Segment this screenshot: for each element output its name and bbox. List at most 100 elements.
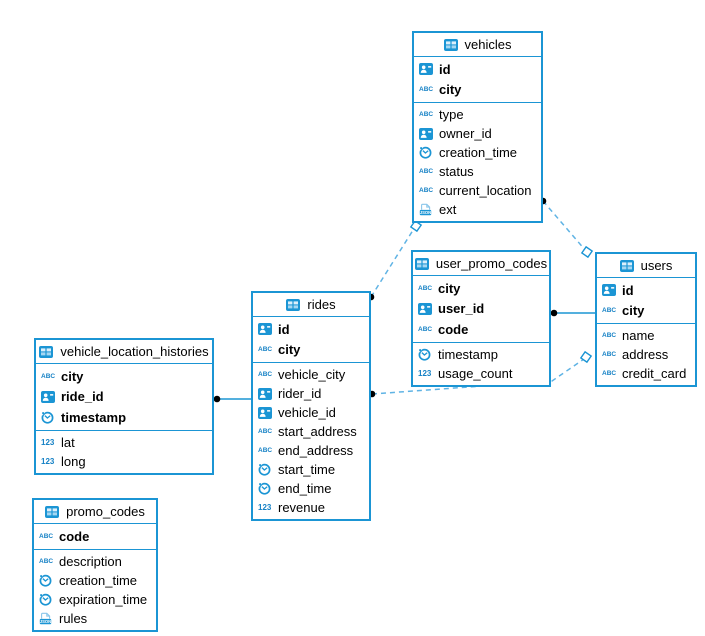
column-name: long	[61, 453, 86, 469]
column-name: current_location	[439, 183, 532, 198]
id-card-icon	[602, 284, 618, 297]
table-name: users	[640, 258, 673, 273]
column-row[interactable]: ride_id	[36, 387, 212, 408]
abc-text-icon: ABC	[419, 187, 434, 194]
column-row[interactable]: vehicle_id	[253, 403, 369, 422]
table-header[interactable]: vehicle_location_histories	[36, 340, 212, 364]
table-header[interactable]: user_promo_codes	[413, 252, 549, 276]
table-header[interactable]: promo_codes	[34, 500, 156, 524]
table-name: vehicles	[464, 37, 512, 52]
column-name: creation_time	[59, 572, 138, 588]
number-123-icon: 123	[41, 437, 55, 447]
table-name: vehicle_location_histories	[60, 344, 209, 359]
column-row[interactable]: creation_time	[34, 571, 156, 590]
table-grid-icon	[443, 38, 460, 51]
column-name: type	[439, 107, 464, 122]
table-grid-icon	[45, 505, 61, 518]
column-row[interactable]: start_time	[253, 460, 369, 479]
relationship-user_promo_codes-users	[550, 309, 595, 317]
column-name: revenue	[278, 500, 325, 515]
column-name: city	[278, 342, 301, 358]
abc-text-icon: ABC	[602, 351, 617, 358]
clock-icon	[41, 410, 57, 424]
relationship-vehicles-users	[539, 197, 594, 259]
column-name: description	[59, 553, 122, 569]
column-row[interactable]: 123 long	[36, 452, 212, 471]
column-name: owner_id	[439, 126, 492, 141]
column-name: city	[438, 280, 461, 296]
column-row[interactable]: id	[414, 59, 541, 80]
number-123-icon: 123	[418, 368, 432, 378]
table-header[interactable]: users	[597, 254, 695, 278]
clock-icon	[418, 347, 434, 361]
column-name: rider_id	[278, 386, 322, 401]
column-row[interactable]: expiration_time	[34, 590, 156, 609]
table-name: promo_codes	[66, 504, 145, 519]
column-row[interactable]: JSON rules	[34, 609, 156, 628]
column-name: user_id	[438, 301, 485, 317]
column-row[interactable]: timestamp	[413, 345, 549, 364]
column-row[interactable]: end_time	[253, 479, 369, 498]
column-name: code	[438, 321, 469, 337]
column-name: rules	[59, 610, 88, 626]
id-card-icon	[419, 63, 435, 76]
column-row[interactable]: user_id	[413, 299, 549, 320]
json-icon: JSON	[39, 612, 55, 625]
column-name: id	[439, 61, 451, 77]
column-row[interactable]: ABC city	[413, 278, 549, 299]
column-name: name	[622, 328, 655, 343]
column-name: vehicle_city	[278, 367, 346, 382]
table-header[interactable]: rides	[253, 293, 369, 317]
table-header[interactable]: vehicles	[414, 33, 541, 57]
column-row[interactable]: ABC current_location	[414, 181, 541, 200]
column-row[interactable]: id	[597, 280, 695, 301]
column-row[interactable]: owner_id	[414, 124, 541, 143]
table-grid-icon	[39, 345, 55, 358]
abc-text-icon: ABC	[418, 284, 433, 292]
column-name: start_time	[278, 462, 336, 477]
abc-text-icon: ABC	[602, 307, 617, 315]
column-row[interactable]: rider_id	[253, 384, 369, 403]
number-123-icon: 123	[41, 456, 55, 466]
column-name: timestamp	[438, 346, 498, 362]
column-name: vehicle_id	[278, 405, 336, 420]
column-row[interactable]: id	[253, 319, 369, 340]
abc-text-icon: ABC	[419, 86, 434, 94]
column-row[interactable]: creation_time	[414, 143, 541, 162]
column-name: expiration_time	[59, 591, 148, 607]
column-row[interactable]: timestamp	[36, 407, 212, 428]
column-name: id	[278, 321, 290, 337]
column-name: status	[439, 164, 474, 179]
